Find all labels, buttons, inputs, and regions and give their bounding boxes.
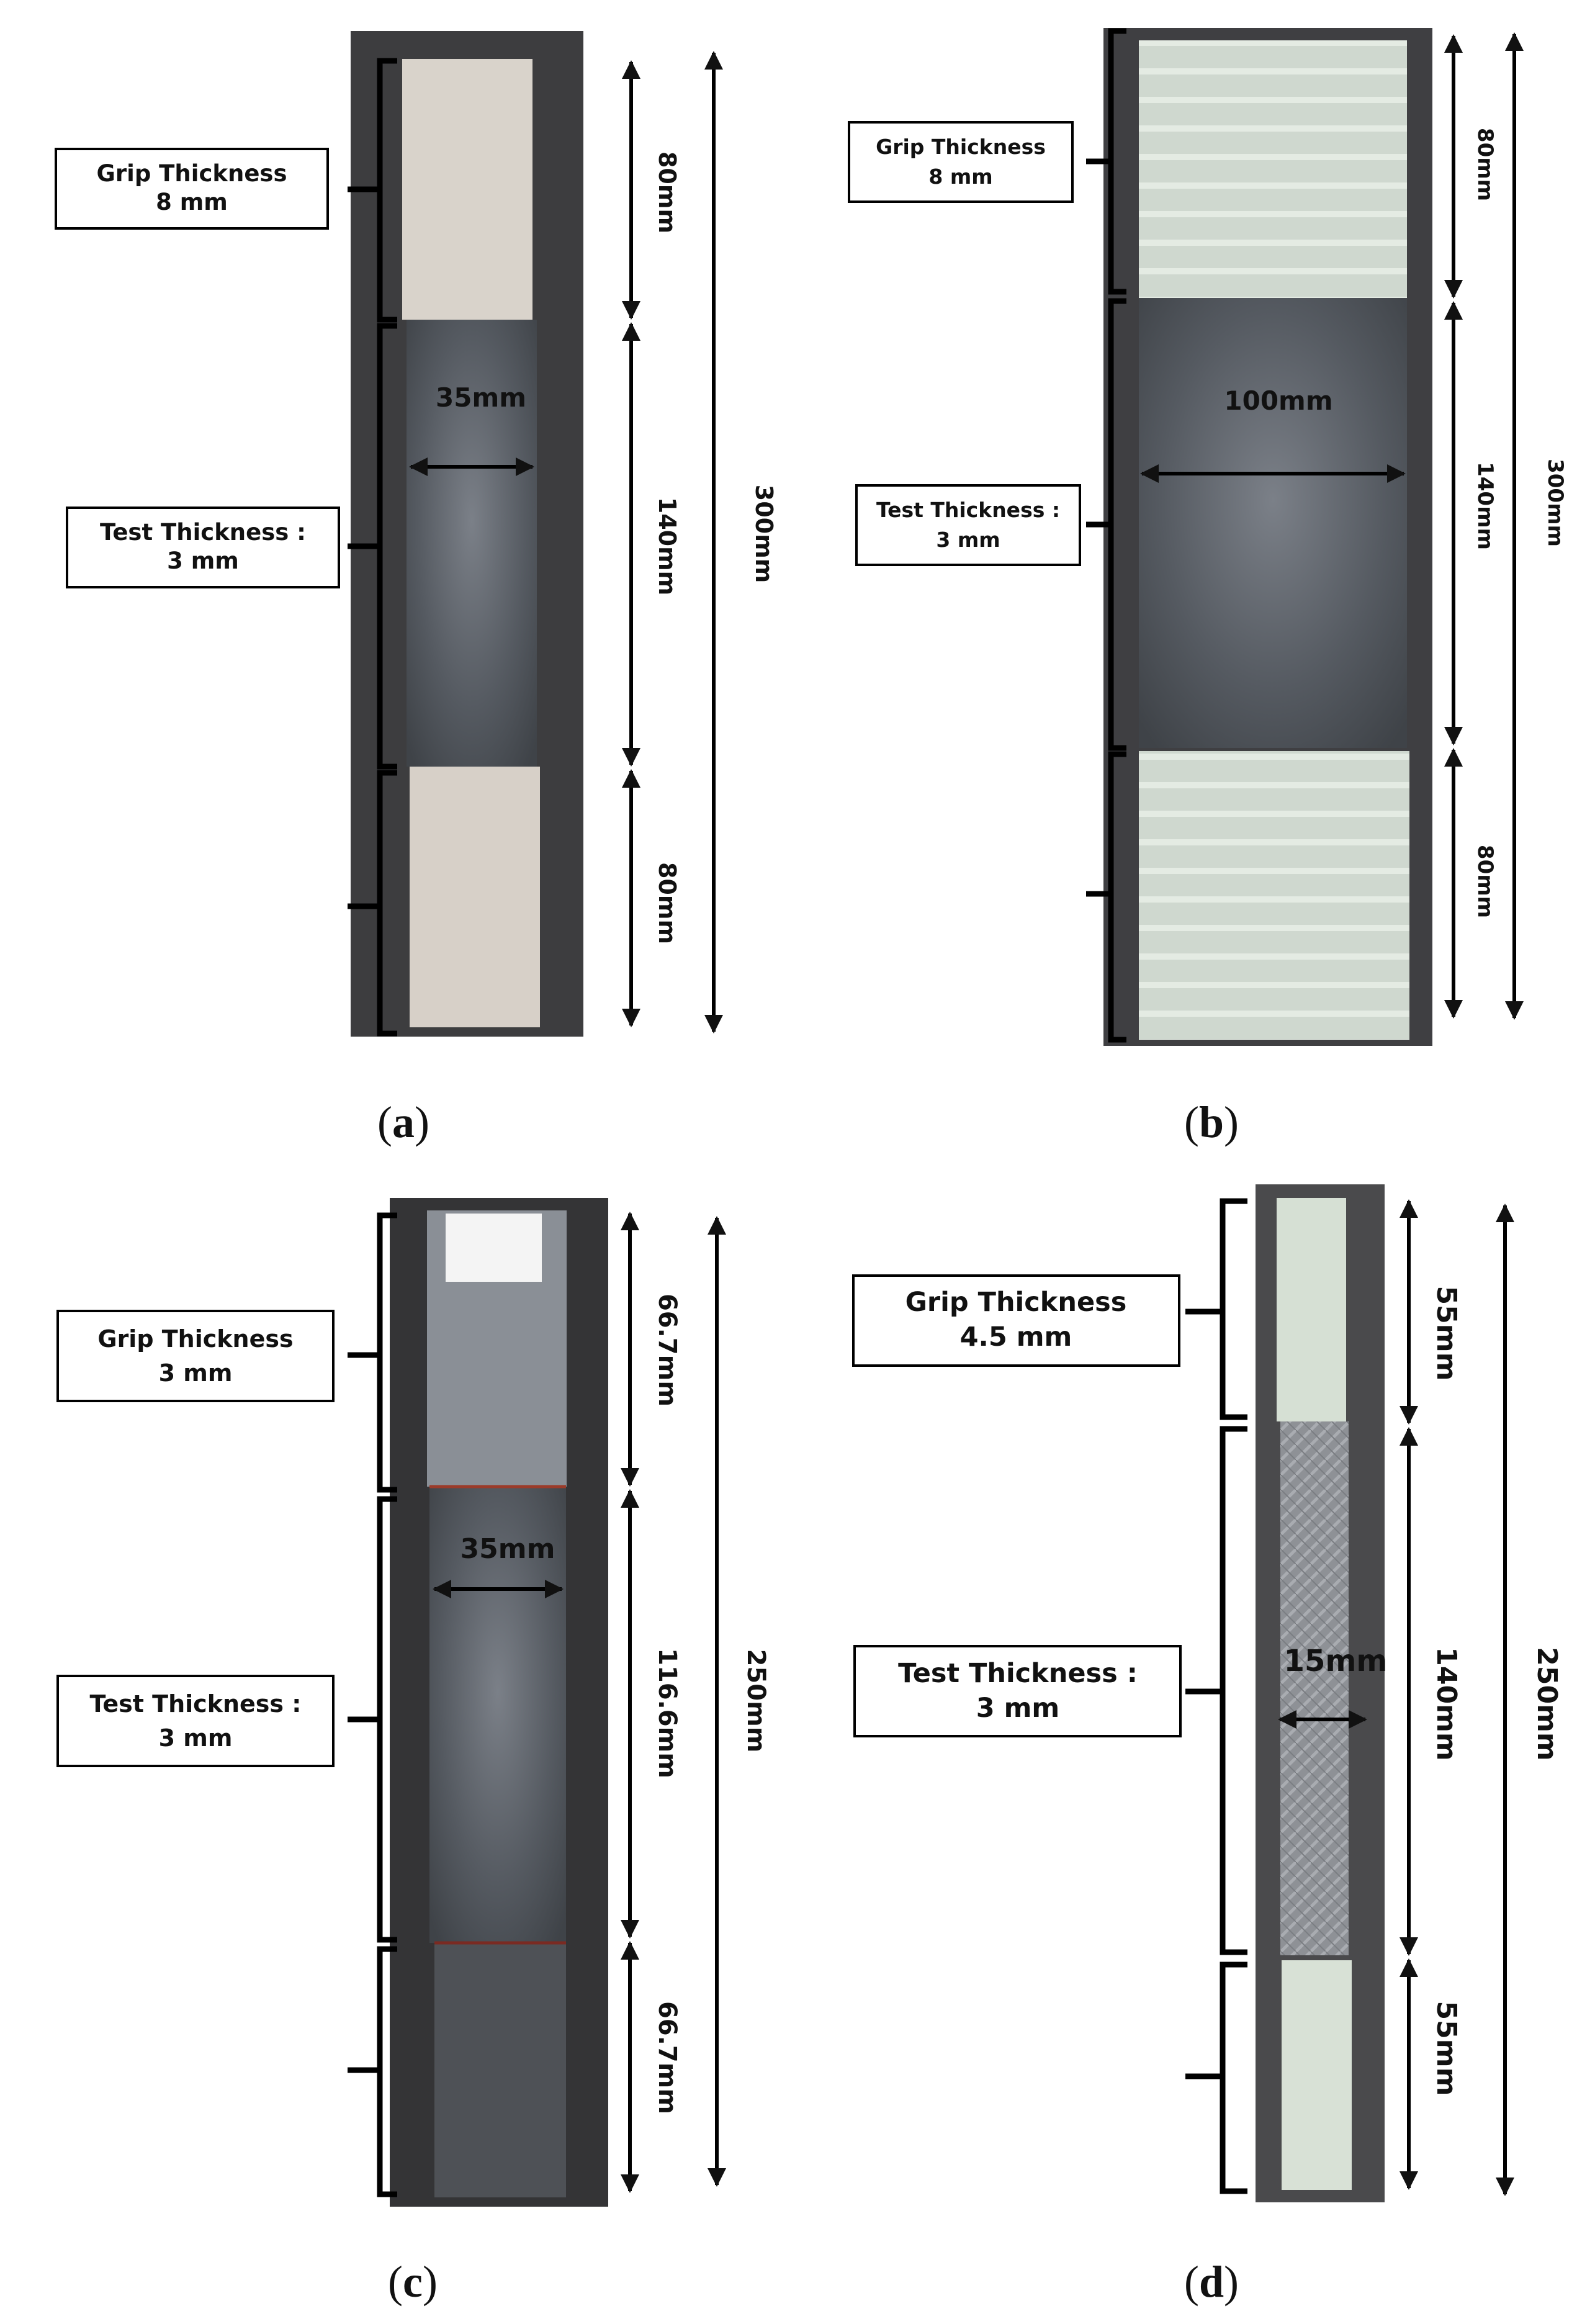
panel-a-grip-top: [402, 59, 532, 320]
panel-b-test-box: [855, 484, 1081, 566]
panel-b-grip-line2: 8 mm: [928, 164, 992, 189]
panel-b-width-label: 100mm: [1224, 385, 1332, 416]
panel-d-seg-mid-label: 140mm: [1431, 1647, 1462, 1761]
panel-d-test-box: [853, 1645, 1182, 1737]
panel-d-bracket-test: [1185, 1426, 1247, 1955]
panel-b-grip-top: [1139, 40, 1407, 298]
panel-c-bracket-grip-bottom: [348, 1946, 397, 2197]
panel-b-grip-line1: Grip Thickness: [876, 135, 1046, 159]
panel-a-bracket-test: [348, 323, 397, 770]
panel-d-total-label: 250mm: [1531, 1647, 1563, 1761]
panel-b-seg-bot-label: 80mm: [1473, 845, 1498, 918]
panel-c-total-label: 250mm: [742, 1649, 770, 1753]
panel-b-test-line2: 3 mm: [936, 528, 1000, 552]
panel-c-test-box: [56, 1675, 335, 1767]
panel-c-test-line1: Test Thickness :: [90, 1690, 302, 1718]
panel-c-seg-mid-label: 116.6mm: [653, 1648, 681, 1778]
panel-b-grip-bottom: [1139, 751, 1409, 1040]
panel-d-grip-line1: Grip Thickness: [905, 1287, 1127, 1318]
panel-a-bracket-grip: [348, 58, 397, 323]
panel-c-bracket-test: [348, 1496, 397, 1943]
panel-c-test-line2: 3 mm: [159, 1724, 233, 1752]
panel-a-test-line2: 3 mm: [167, 547, 239, 574]
panel-d-width-label: 15mm: [1284, 1644, 1388, 1678]
panel-a-grip-box: [55, 148, 329, 230]
panel-d-grip-line2: 4.5 mm: [960, 1322, 1072, 1353]
panel-a-seg-bot-label: 80mm: [654, 862, 681, 944]
panel-c-caption: (c): [388, 2257, 438, 2307]
panel-a-test-line1: Test Thickness :: [100, 519, 306, 546]
panel-c-grip-line1: Grip Thickness: [97, 1325, 293, 1353]
panel-c-seg-top-label: 66.7mm: [653, 1294, 681, 1407]
panel-a-grip-line2: 8 mm: [156, 189, 228, 215]
panel-a-test-box: [66, 507, 340, 588]
panel-b-bracket-grip: [1086, 28, 1126, 295]
panel-a: Grip Thickness 8 mm Test Thickness : 3 m…: [55, 31, 778, 1147]
panel-a-test-section: [407, 320, 537, 767]
panel-c-seg-bot-label: 66.7mm: [653, 2001, 681, 2114]
panel-c-grip-bottom: [434, 1943, 566, 2197]
panel-a-seg-top-label: 80mm: [654, 151, 681, 233]
panel-b-bracket-grip-bottom: [1086, 751, 1126, 1043]
panel-c-width-label: 35mm: [461, 1533, 555, 1565]
panel-d-bracket-grip-bottom: [1185, 1961, 1247, 2194]
panel-a-seg-mid-label: 140mm: [654, 497, 681, 596]
panel-d-grip-top: [1277, 1198, 1346, 1421]
panel-b-test-section: [1139, 298, 1407, 748]
panel-d-caption: (d): [1184, 2257, 1239, 2307]
panel-a-width-label: 35mm: [436, 382, 526, 413]
panel-a-grip-bottom: [410, 767, 540, 1027]
panel-a-total-label: 300mm: [750, 485, 778, 583]
panel-d-seg-top-label: 55mm: [1431, 1286, 1462, 1381]
panel-b-total-label: 300mm: [1543, 459, 1568, 547]
panel-b-test-line1: Test Thickness :: [876, 498, 1060, 522]
panel-c-bracket-grip: [348, 1212, 397, 1493]
panel-c: Grip Thickness 3 mm Test Thickness : 3 m…: [56, 1198, 770, 2307]
panel-b-seg-mid-label: 140mm: [1473, 462, 1498, 550]
panel-b-seg-top-label: 80mm: [1473, 128, 1498, 201]
panel-c-grip-line2: 3 mm: [159, 1359, 233, 1387]
panel-d-test-line2: 3 mm: [976, 1693, 1060, 1724]
panel-a-bracket-grip-bottom: [348, 770, 397, 1037]
panel-b-caption: (b): [1184, 1097, 1239, 1147]
panel-d-seg-bot-label: 55mm: [1431, 2001, 1462, 2096]
panel-c-grip-top-highlight: [446, 1214, 542, 1282]
panel-c-test-section: [429, 1487, 566, 1943]
panel-b-bracket-test: [1086, 298, 1126, 751]
panel-b-grip-box: [848, 121, 1074, 203]
panel-d-grip-bottom: [1282, 1960, 1352, 2190]
panel-c-grip-box: [56, 1310, 335, 1402]
panel-a-caption: (a): [377, 1097, 429, 1147]
panel-b: Grip Thickness 8 mm Test Thickness : 3 m…: [848, 28, 1568, 1147]
panel-d-test-line1: Test Thickness :: [898, 1658, 1138, 1689]
panel-a-grip-line1: Grip Thickness: [97, 160, 287, 187]
panel-d-grip-box: [852, 1274, 1180, 1367]
panel-d-test-section: [1280, 1421, 1349, 1955]
panel-d: Grip Thickness 4.5 mm Test Thickness : 3…: [852, 1184, 1563, 2307]
panel-d-bracket-grip: [1185, 1198, 1247, 1420]
